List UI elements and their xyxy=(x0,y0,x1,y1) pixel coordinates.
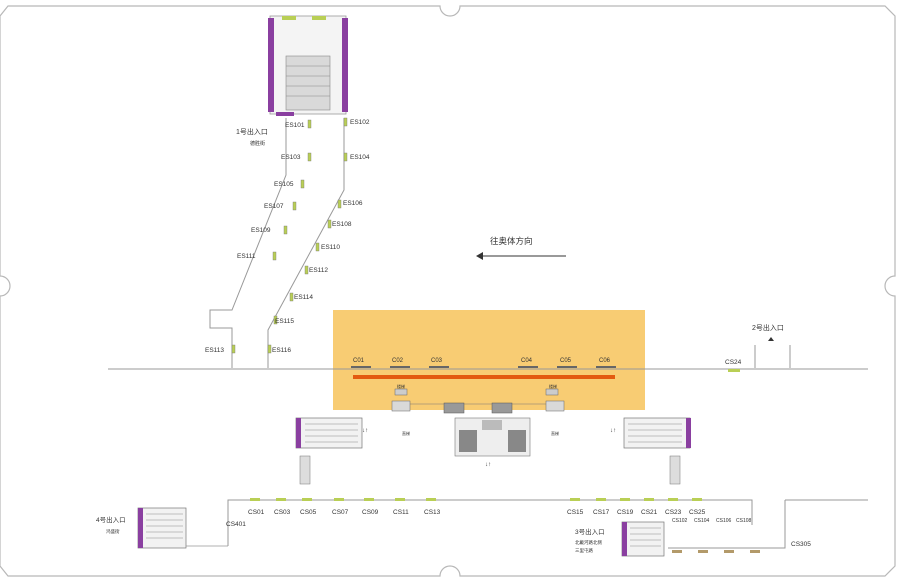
code-cs17: CS17 xyxy=(593,509,610,516)
code-es103: ES103 xyxy=(281,154,301,161)
cs24-marker xyxy=(728,369,740,372)
code-cs01: CS01 xyxy=(248,509,265,516)
bottom-left-codes: CS01 CS03 CS05 CS07 CS09 CS11 CS13 xyxy=(248,509,441,516)
direction-label: 往奥体方向 xyxy=(490,236,533,246)
code-cs25: CS25 xyxy=(689,509,706,516)
code-cs19: CS19 xyxy=(617,509,634,516)
outer-frame xyxy=(0,5,896,577)
exit2-title: 2号出入口 xyxy=(752,323,784,332)
code-cs305: CS305 xyxy=(791,541,811,548)
bottom-right-codes: CS15 CS17 CS19 CS21 CS23 CS25 xyxy=(567,509,706,516)
platform-ad-group: C01 C02 C03 C04 C05 C06 xyxy=(353,358,611,364)
code-cs11: CS11 xyxy=(393,509,409,516)
code-es111: ES111 xyxy=(237,253,256,260)
code-cs104: CS104 xyxy=(694,518,710,524)
label-lift1: 直梯 xyxy=(402,430,410,436)
code-es110: ES110 xyxy=(321,244,340,251)
code-cs15: CS15 xyxy=(567,509,584,516)
code-es102: ES102 xyxy=(350,119,370,126)
code-cs13: CS13 xyxy=(424,509,441,516)
code-es106: ES106 xyxy=(343,200,363,207)
platform-structures xyxy=(391,388,565,457)
exit4-title: 4号出入口 xyxy=(96,515,126,524)
exit3-sub2: 三里屯路 xyxy=(575,547,593,554)
code-cs401: CS401 xyxy=(226,521,246,528)
corridor-labels: ES101 ES102 ES103 ES104 ES105 ES106 ES10… xyxy=(205,119,370,354)
stair-symbol-3: ↓↑ xyxy=(610,428,616,434)
code-es112: ES112 xyxy=(309,267,328,274)
code-cs24: CS24 xyxy=(725,359,742,366)
code-cs23: CS23 xyxy=(665,509,682,516)
stair-symbol-1: ↓↑ xyxy=(485,462,491,468)
direction-arrow-head xyxy=(476,252,483,260)
code-c04: C04 xyxy=(521,358,533,364)
exit4-building xyxy=(137,507,228,549)
code-es114: ES114 xyxy=(294,294,313,301)
platform-ad-markers xyxy=(351,366,616,368)
concourse-wall xyxy=(227,499,868,546)
exit1-sub: 德胜街 xyxy=(250,140,265,147)
exit2-wall xyxy=(754,345,791,368)
code-cs07: CS07 xyxy=(332,509,349,516)
code-es109: ES109 xyxy=(251,227,271,234)
exit3-title: 3号出入口 xyxy=(575,527,605,536)
concourse-right-wall xyxy=(668,500,786,549)
code-c03: C03 xyxy=(431,358,443,364)
stair-symbol-2: ↓↑ xyxy=(362,428,368,434)
exit1-building xyxy=(268,15,348,116)
code-cs108: CS108 xyxy=(736,518,752,524)
label-stair1: 楼梯 xyxy=(397,383,405,389)
code-es108: ES108 xyxy=(332,221,352,228)
escalator-right xyxy=(623,417,691,485)
code-es107: ES107 xyxy=(264,203,284,210)
code-cs102: CS102 xyxy=(672,518,688,524)
corridor-ad-markers xyxy=(231,117,348,354)
bottom-right-codes-row2: CS102 CS104 CS106 CS108 xyxy=(672,518,752,524)
code-c06: C06 xyxy=(599,358,611,364)
code-c01: C01 xyxy=(353,358,365,364)
code-es104: ES104 xyxy=(350,154,370,161)
exit2-arrow xyxy=(768,337,774,341)
highlight-zone xyxy=(333,310,645,410)
label-lift2: 直梯 xyxy=(551,430,559,436)
code-es105: ES105 xyxy=(274,181,294,188)
code-cs21: CS21 xyxy=(641,509,658,516)
code-es113: ES113 xyxy=(205,347,224,354)
exit1-title: 1号出入口 xyxy=(236,127,268,136)
label-stair2: 楼梯 xyxy=(549,383,557,389)
exit3-building xyxy=(621,521,665,557)
code-es115: ES115 xyxy=(275,318,294,325)
exit4-sub: 鸿盛街 xyxy=(106,528,120,535)
code-c05: C05 xyxy=(560,358,572,364)
corridor-left-wall xyxy=(209,118,287,368)
exit3-sub: 北戴河路北侧 xyxy=(575,539,602,546)
code-c02: C02 xyxy=(392,358,404,364)
code-es101: ES101 xyxy=(285,122,305,129)
code-cs106: CS106 xyxy=(716,518,732,524)
bottom-right-row2-markers xyxy=(672,550,760,553)
escalator-left xyxy=(295,417,363,485)
code-cs05: CS05 xyxy=(300,509,317,516)
code-cs03: CS03 xyxy=(274,509,291,516)
bottom-ad-markers xyxy=(250,498,702,501)
code-cs09: CS09 xyxy=(362,509,379,516)
code-es116: ES116 xyxy=(272,347,291,354)
